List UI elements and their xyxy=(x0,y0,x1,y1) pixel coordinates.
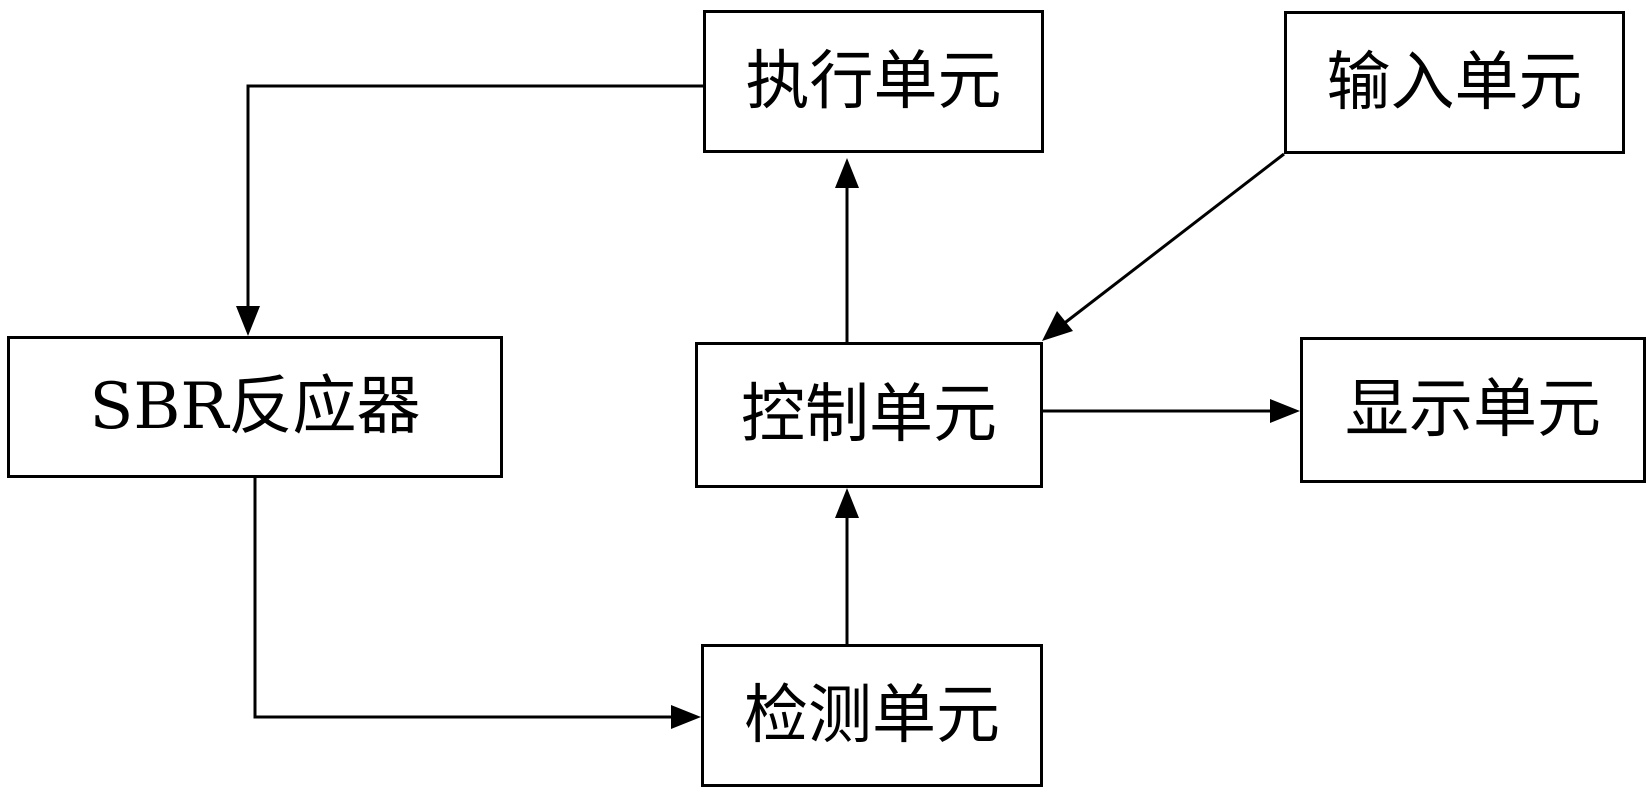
arrowhead-into-detect xyxy=(671,705,701,729)
input-unit-label: 输入单元 xyxy=(1326,45,1583,120)
sbr-reactor-box: SBR反应器 xyxy=(7,336,503,478)
control-unit-box: 控制单元 xyxy=(695,342,1043,488)
edge-sbr-to-detect xyxy=(253,478,672,719)
edge-execute-to-sbr xyxy=(246,84,703,308)
input-unit-box: 输入单元 xyxy=(1284,11,1625,154)
arrowhead-into-control-from-detect xyxy=(835,488,859,518)
arrowhead-into-sbr xyxy=(236,306,260,336)
execute-unit-label: 执行单元 xyxy=(745,44,1002,119)
sbr-reactor-label: SBR反应器 xyxy=(89,370,421,444)
arrowhead-into-control-from-input xyxy=(1042,311,1073,341)
display-unit-label: 显示单元 xyxy=(1345,373,1601,447)
edge-input-to-control xyxy=(1061,152,1285,327)
detect-unit-box: 检测单元 xyxy=(701,644,1043,787)
display-unit-box: 显示单元 xyxy=(1300,337,1646,483)
arrowhead-into-execute xyxy=(835,158,859,188)
execute-unit-box: 执行单元 xyxy=(703,10,1044,153)
arrowhead-into-display xyxy=(1270,399,1300,423)
detect-unit-label: 检测单元 xyxy=(744,678,1000,753)
control-unit-label: 控制单元 xyxy=(741,378,997,452)
